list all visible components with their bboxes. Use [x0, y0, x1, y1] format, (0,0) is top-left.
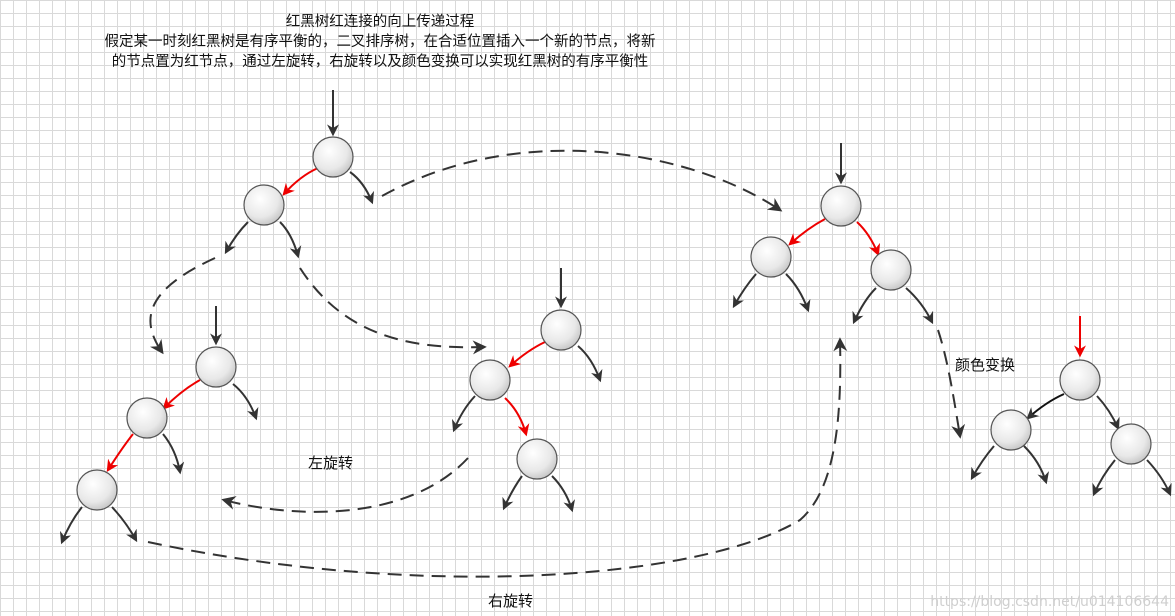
label-left-rotate: 左旋转: [308, 454, 354, 472]
red-link: [504, 397, 530, 437]
tree-node: [540, 309, 582, 351]
red-link: [106, 433, 134, 473]
tree-node: [76, 469, 118, 511]
tree-node: [820, 185, 862, 227]
black-link: [785, 273, 811, 313]
black-link: [852, 287, 877, 325]
red-link: [788, 218, 826, 246]
tree-node: [990, 409, 1032, 451]
tree-initial: [224, 90, 375, 259]
transition-arrow: [937, 329, 966, 439]
tree-two-red-children: [732, 143, 934, 325]
tree-node: [750, 236, 792, 278]
tree-node: [1110, 423, 1152, 465]
black-link: [732, 273, 757, 309]
transition-arrow: [221, 457, 469, 513]
title-line-2: 假定某一时刻红黑树是有序平衡的，二叉排序树，在合适位置插入一个新的节点，将新: [104, 34, 656, 50]
black-link: [111, 506, 138, 543]
red-link: [282, 167, 319, 196]
black-link: [59, 506, 83, 545]
title-line-3: 的节点置为红节点，通过左旋转，右旋转以及颜色变换可以实现红黑树的有序平衡性: [111, 54, 649, 70]
transition-arrow: [299, 267, 487, 355]
transition-arrow: [147, 337, 848, 578]
tree-node: [1059, 359, 1101, 401]
tree-node: [312, 136, 354, 178]
tree-node: [126, 397, 168, 439]
red-link: [508, 341, 546, 368]
black-link: [232, 383, 259, 421]
black-link: [451, 395, 476, 433]
black-link: [905, 287, 934, 325]
transition-arrows: [147, 149, 966, 578]
black-link: [349, 171, 375, 205]
black-link: [970, 445, 995, 481]
black-link: [162, 433, 185, 475]
label-right-rotate: 右旋转: [488, 592, 534, 610]
black-link: [577, 345, 603, 383]
black-link: [224, 221, 249, 255]
label-color-flip: 颜色变换: [955, 356, 1016, 374]
transition-arrow: [381, 149, 783, 212]
diagram-title: 红黑树红连接的向上传递过程 假定某一时刻红黑树是有序平衡的，二叉排序树，在合适位…: [40, 12, 720, 72]
black-link: [1026, 393, 1065, 420]
tree-node: [243, 184, 285, 226]
watermark: https://blog.csdn.net/u014106644: [930, 594, 1169, 610]
tree-node: [195, 346, 237, 388]
tree-node: [469, 359, 511, 401]
red-link: [162, 379, 201, 410]
black-link: [1092, 459, 1116, 497]
tree-left-left: [59, 306, 259, 545]
transition-arrow: [149, 257, 216, 355]
red-link: [856, 221, 881, 257]
tree-after-color-flip: [970, 316, 1172, 497]
black-link: [502, 475, 523, 511]
tree-left-right: [451, 268, 603, 513]
black-link: [551, 475, 575, 513]
black-link: [1023, 445, 1049, 485]
tree-node: [516, 438, 558, 480]
title-line-1: 红黑树红连接的向上传递过程: [285, 14, 475, 30]
black-link: [1096, 395, 1120, 431]
black-link: [1146, 459, 1172, 497]
black-link: [279, 221, 302, 259]
tree-node: [870, 249, 912, 291]
